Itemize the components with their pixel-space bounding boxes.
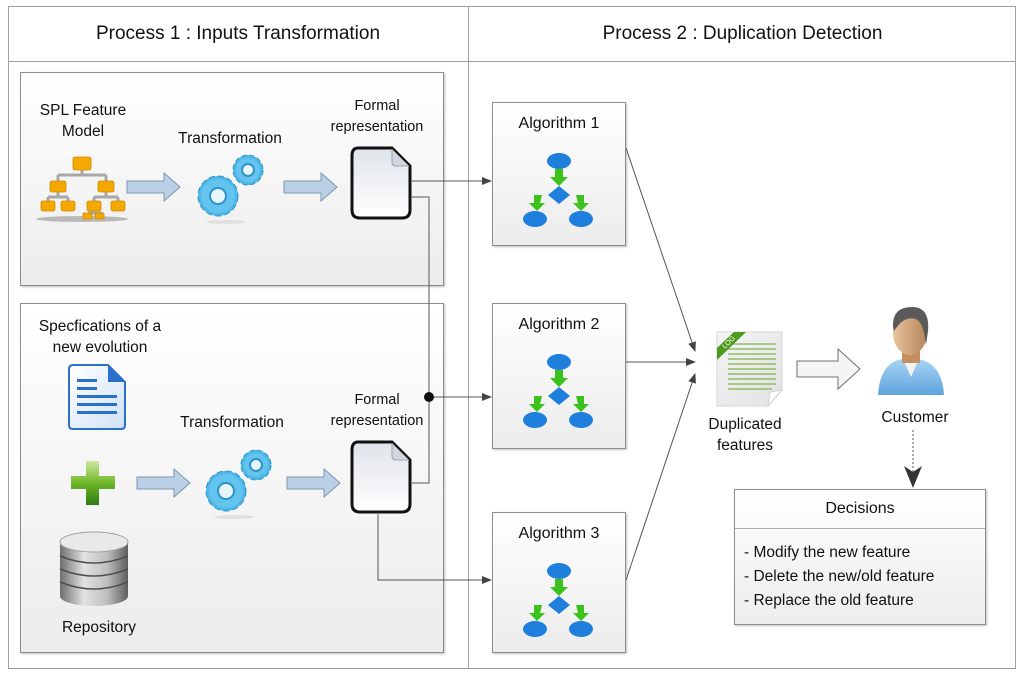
connector-top-formal-down [411,196,430,397]
process-divider [468,6,469,669]
connector-algo1-to-result [625,147,696,352]
flowchart-icon [523,153,593,227]
process2-title: Process 2 : Duplication Detection [602,23,883,44]
text-document-icon [68,364,126,430]
blank-document-icon [350,440,412,514]
formal-representation-label-top: Formal representation [322,96,432,138]
user-icon [878,307,944,395]
transformation-label-bottom: Transformation [180,414,284,431]
decisions-list: - Modify the new feature - Delete the ne… [735,529,985,613]
duplicated-label-line1: Duplicated [708,416,782,433]
formal-representation-label-bottom: Formal representation [322,390,432,432]
log-document-icon: LOG [716,331,784,408]
decisions-title: Decisions [735,490,985,529]
algorithm-title: Algorithm 2 [518,316,600,333]
spl-label-line1: SPL Feature [39,102,127,119]
algorithm-title: Algorithm 1 [518,115,600,132]
decision-item: - Delete the new/old feature [744,568,935,585]
flow-arrow-icon [136,467,191,499]
flow-arrow-icon [286,467,341,499]
decision-item: - Replace the old feature [744,592,914,609]
algorithm-box-3: Algorithm 3 [492,512,626,653]
formal-label-line2: representation [330,119,424,135]
hierarchy-icon [36,156,128,222]
algorithm-box-1: Algorithm 1 [492,102,626,246]
decision-item: - Modify the new feature [744,544,911,561]
flowchart-icon [523,563,593,637]
spl-feature-model-label: SPL Feature Model [28,100,138,142]
transformation-label-top: Transformation [178,130,282,147]
header-divider [8,61,1016,62]
gear-small [240,449,272,481]
algorithm-title: Algorithm 3 [518,525,600,542]
junction-dot [424,392,434,402]
formal-label-line1: Formal [354,392,400,408]
flowchart-icon [523,354,593,428]
specifications-label: Specfications of a new evolution [30,316,170,358]
gears-icon [197,154,264,224]
duplicated-features-label: Duplicated features [690,414,800,456]
customer-label: Customer [881,409,949,426]
formal-label-line2: representation [330,413,424,429]
hollow-arrow-icon [796,347,861,391]
algorithm-box-2: Algorithm 2 [492,303,626,449]
connector-algo3-to-result [625,373,696,581]
connector-bottom-formal-to-algo3 [377,514,492,584]
gear-large [205,470,247,512]
gears-icon [205,449,272,519]
repository-label: Repository [61,619,137,636]
connector-bottom-formal-up [412,397,430,484]
spl-label-line2: Model [61,123,105,140]
process1-title: Process 1 : Inputs Transformation [95,23,381,44]
plus-icon [71,461,115,505]
blank-document-icon [350,146,412,220]
formal-label-line1: Formal [354,98,400,114]
decisions-arrowhead [904,466,922,488]
gear-small [232,154,264,186]
duplicated-label-line2: features [716,437,773,454]
database-icon [59,531,129,606]
gear-large [197,175,239,217]
flow-arrow-icon [126,171,181,203]
spec-label-line2: new evolution [52,339,148,356]
flow-arrow-icon [283,171,338,203]
spec-label-line1: Specfications of a [38,318,162,335]
decisions-box: Decisions - Modify the new feature - Del… [734,489,986,625]
